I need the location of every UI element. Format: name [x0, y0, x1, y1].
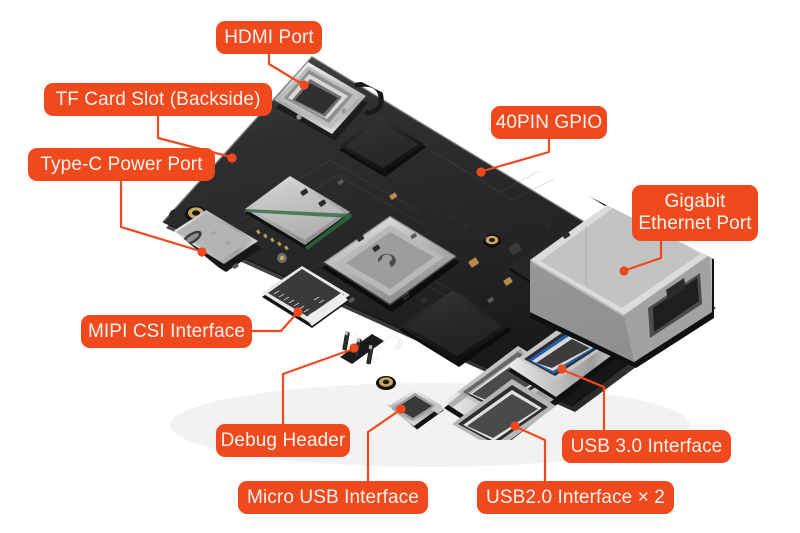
callout-type-c-power-port: Type-C Power Port	[28, 148, 215, 181]
rj45-ethernet-jack	[530, 196, 714, 368]
board-components: D1 X K1 U7	[170, 57, 714, 440]
callout-gpio-40pin: 40PIN GPIO	[491, 106, 607, 139]
svg-text:D1: D1	[320, 304, 330, 314]
callout-micro-usb-interface: Micro USB Interface	[238, 481, 428, 514]
svg-text:X: X	[354, 330, 361, 337]
svg-text:K1: K1	[372, 356, 382, 365]
mipi-csi-connector	[262, 266, 352, 328]
smd-components	[232, 179, 571, 304]
board-silkscreen-logo	[382, 335, 403, 351]
callout-hdmi-port: HDMI Port	[216, 21, 322, 54]
silkscreen-text: D1 X K1 U7	[320, 292, 412, 366]
wifi-module-shield	[243, 176, 352, 251]
callout-mipi-csi-interface: MIPI CSI Interface	[81, 315, 252, 348]
callout-tf-card-slot: TF Card Slot (Backside)	[44, 83, 272, 116]
callout-usb-3-0-interface: USB 3.0 Interface	[562, 430, 731, 463]
callout-debug-header: Debug Header	[216, 424, 350, 457]
emmc-chip	[399, 291, 512, 367]
memory-chip	[339, 117, 426, 177]
soc-heat-spreader	[322, 216, 460, 312]
svg-text:U7: U7	[402, 292, 412, 302]
callout-gigabit-ethernet-port: Gigabit Ethernet Port	[632, 185, 758, 241]
callout-usb2-0-interface: USB2.0 Interface × 2	[477, 481, 674, 514]
